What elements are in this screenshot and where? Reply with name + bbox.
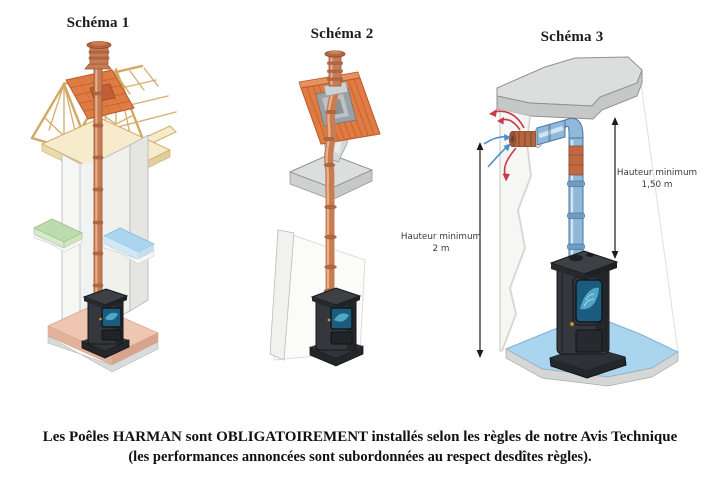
chimney-cap [84, 41, 112, 70]
airflow-arrows [483, 109, 525, 182]
schema2-diagram [269, 50, 381, 367]
stove [309, 287, 364, 367]
label-hauteur-2m-line1: Hauteur minimum [400, 232, 482, 242]
label-hauteur-150: Hauteur minimum 1,50 m [613, 167, 701, 192]
dimension-arrow-2m [476, 142, 484, 358]
room-edge-line [640, 83, 679, 353]
floor-slab-green [33, 218, 83, 253]
ceiling-slab [496, 56, 643, 120]
exhaust-arrow [489, 109, 497, 117]
stove [81, 288, 130, 359]
floor-slab-blue [103, 227, 155, 265]
label-hauteur-2m-line2: 2 m [432, 244, 450, 255]
schema2-title: Schéma 2 [310, 26, 374, 42]
flue-collar [569, 254, 583, 262]
stove [549, 250, 627, 379]
label-hauteur-2m: Hauteur minimum 2 m [397, 231, 485, 256]
chimney-cap [323, 50, 349, 97]
intake-arrow [504, 134, 512, 141]
label-hauteur-150-line2: 1,50 m [641, 180, 673, 191]
schema1-title: Schéma 1 [66, 15, 130, 31]
wall-terminal [508, 131, 536, 148]
flue-pipe [533, 117, 585, 259]
label-hauteur-150-line1: Hauteur minimum [616, 168, 698, 178]
stove-handle [99, 317, 102, 321]
copper-flue-pipe [92, 65, 104, 307]
schema1-diagram [30, 41, 177, 373]
stove-handle [569, 321, 575, 327]
schema3-diagram [476, 56, 680, 387]
footer-line2: (les performances annoncées sont subordo… [128, 449, 592, 465]
footer-line1: Les Poêles HARMAN sont OBLIGATOIREMENT i… [42, 429, 678, 445]
stove-handle [327, 318, 331, 322]
schema3-title: Schéma 3 [540, 29, 604, 45]
dimension-arrow-150 [611, 117, 619, 259]
flue-copper-section [568, 145, 584, 176]
